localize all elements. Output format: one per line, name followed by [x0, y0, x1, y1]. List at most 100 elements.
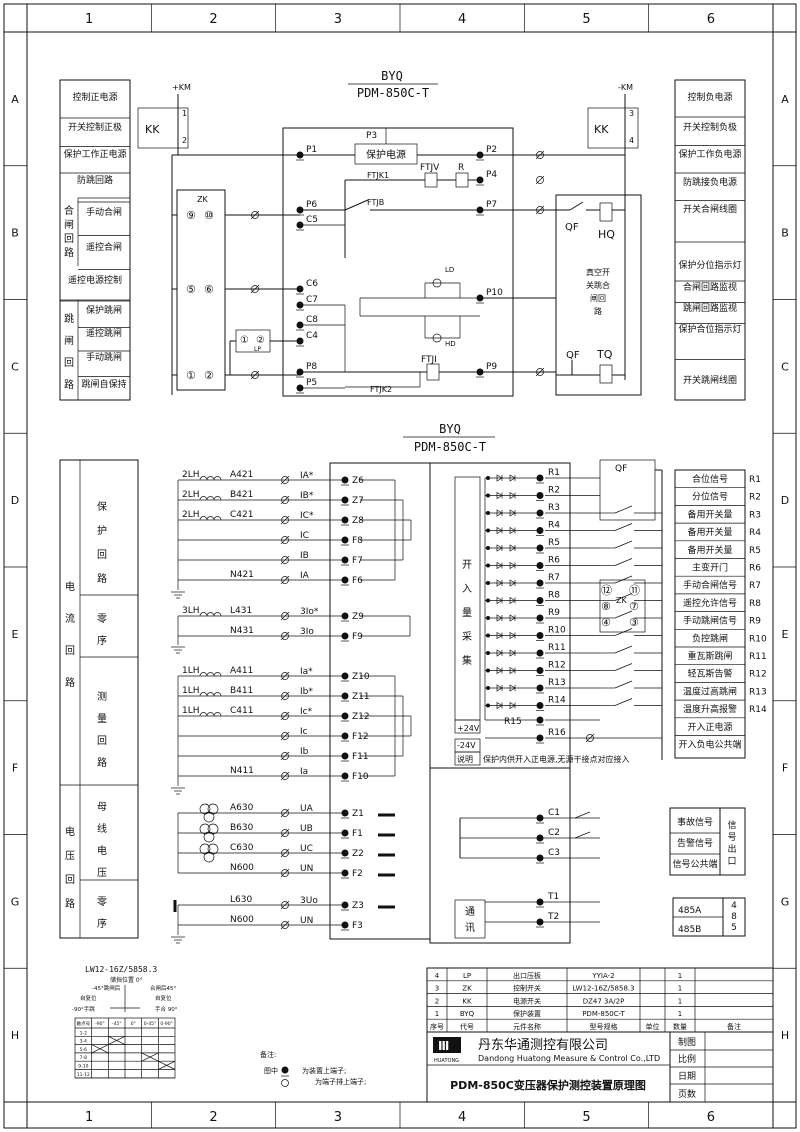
row-label-G: G — [11, 895, 20, 908]
ac-terminal — [341, 692, 349, 700]
strip-terminal — [281, 632, 289, 640]
sub-measure-label: 测量回路 — [97, 690, 107, 769]
strip-terminal — [281, 672, 289, 680]
row-label-right-H: H — [781, 1029, 789, 1042]
di-label-2: 备用开关量 — [687, 508, 732, 520]
group-current-label: 电流回路 — [65, 580, 75, 689]
terminal-label: F6 — [352, 576, 363, 586]
wire-label: A630 — [230, 803, 254, 813]
column-label-1: 1 — [85, 12, 93, 27]
di-label-13: 温度升高报警 — [683, 703, 737, 715]
di-neg-label: -24V — [457, 741, 476, 750]
dc-left-label-3: 防跳回路 — [77, 174, 113, 186]
row-label-right-E: E — [782, 628, 789, 641]
zk-contact-2: ② — [204, 369, 214, 382]
di-label-3: 备用开关量 — [687, 526, 732, 538]
switch-row-4: 9-10 — [78, 1064, 88, 1070]
signal-label: IB* — [300, 491, 314, 501]
switch-pos-5: 手合 90° — [155, 1005, 178, 1013]
diode-icon — [496, 649, 503, 657]
contact-icon — [614, 698, 633, 706]
sub-bus-label: 母线电压 — [97, 801, 107, 879]
signal-terminal-label: C2 — [548, 828, 560, 838]
wire-label: N600 — [230, 863, 254, 873]
ac-terminal — [341, 536, 349, 544]
strip-terminal — [586, 734, 594, 742]
column-label-bottom-1: 1 — [85, 1110, 93, 1125]
di-right-term-6: R7 — [749, 581, 761, 591]
diode-icon — [496, 684, 503, 692]
dc-right-label-6: 合闸回路监视 — [683, 281, 737, 293]
di-label-table — [674, 469, 746, 759]
notes-legend-label: 图中 — [264, 1066, 278, 1075]
signal-group-text: 信号出口 — [727, 819, 736, 867]
signal-box — [429, 767, 571, 944]
switch-model: LW12-16Z/5858.3 — [85, 965, 157, 974]
terminal-label: Z1 — [352, 809, 364, 819]
ftjk2-label: FTJK2 — [370, 385, 392, 394]
di-qf-box — [599, 459, 656, 521]
port-c4: C4 — [306, 331, 318, 341]
di-right-term-7: R8 — [749, 599, 761, 609]
contact-icon — [614, 680, 633, 689]
title-block: Ⅲ HUATONG 丹东华通测控有限公司 Dandong Huatong Mea… — [426, 1031, 774, 1103]
ac-terminal — [341, 809, 349, 817]
ac-title: BYQ — [439, 422, 461, 436]
terminal-label: F2 — [352, 869, 363, 879]
terminal-label: F8 — [352, 536, 363, 546]
di-terminal-label-r5: R5 — [548, 538, 560, 548]
dc-left-label-5: 遥控合闸 — [86, 241, 122, 253]
rs485b-label: 485B — [678, 925, 701, 935]
wire-label: B421 — [230, 490, 253, 500]
bom-cell-3-0: 1 — [435, 1010, 439, 1018]
ct-coil-icon — [206, 672, 215, 677]
strip-terminal — [281, 901, 289, 909]
di-terminal-r6 — [536, 562, 544, 569]
row-label-H: H — [11, 1029, 19, 1042]
signal-label: IA — [300, 571, 310, 581]
bom-cell-0-5: 1 — [678, 972, 682, 980]
dc-right-label-9: 开关跳闸线圈 — [683, 374, 737, 386]
comm-terminal — [536, 918, 544, 926]
comm-text: 通讯 — [465, 906, 475, 934]
column-label-bottom-6: 6 — [707, 1110, 715, 1125]
wire-label: L431 — [230, 606, 252, 616]
switch-pos-0: -45°跳闸后 — [92, 984, 121, 992]
di-label-10: 重瓦斯跳闸 — [687, 650, 732, 662]
bom-header-4: 单位 — [646, 1022, 660, 1031]
dc-left-label-2: 保护工作正电源 — [63, 148, 126, 160]
zk-contact-10: ⑩ — [204, 209, 214, 222]
strip-terminal — [281, 829, 289, 837]
signal-label-2: 信号公共端 — [672, 858, 717, 870]
field-date: 日期 — [678, 1071, 696, 1082]
di-terminal-r15 — [536, 716, 544, 724]
bom-cell-1-1: ZK — [462, 985, 472, 993]
ct-label: 2LH — [182, 510, 200, 520]
di-collect-text: 开入量采集 — [462, 560, 472, 667]
di-label-12: 温度过高跳闸 — [683, 685, 737, 697]
diode-icon — [496, 614, 503, 622]
wire-label: N411 — [230, 766, 254, 776]
ct-coil-icon — [213, 496, 222, 501]
sub-zero-v-label: 零序 — [97, 896, 107, 930]
bom-header-2: 元件名称 — [513, 1022, 541, 1031]
ac-terminal — [341, 672, 349, 680]
bom-cell-1-0: 3 — [435, 985, 439, 993]
wire-label: C630 — [230, 843, 254, 853]
switch-row-0: 1-2 — [80, 1030, 87, 1036]
bom-cell-2-3: DZ47 3A/2P — [583, 997, 625, 1005]
dc-title: BYQ — [381, 69, 403, 83]
r-label: R — [458, 163, 464, 173]
ct-coil-icon — [213, 612, 222, 617]
zk-contact-5: ⑤ — [186, 283, 196, 296]
huatong-logo-icon — [433, 1037, 461, 1053]
pt-coil-icon — [199, 823, 211, 835]
ct-label: 1LH — [182, 706, 200, 716]
di-zk-box — [599, 579, 646, 633]
tq-label: TQ — [596, 348, 613, 361]
comm-box — [454, 899, 486, 939]
bom-cell-2-0: 2 — [435, 997, 439, 1005]
di-right-term-5: R6 — [749, 564, 761, 574]
contact-icon — [614, 663, 633, 671]
